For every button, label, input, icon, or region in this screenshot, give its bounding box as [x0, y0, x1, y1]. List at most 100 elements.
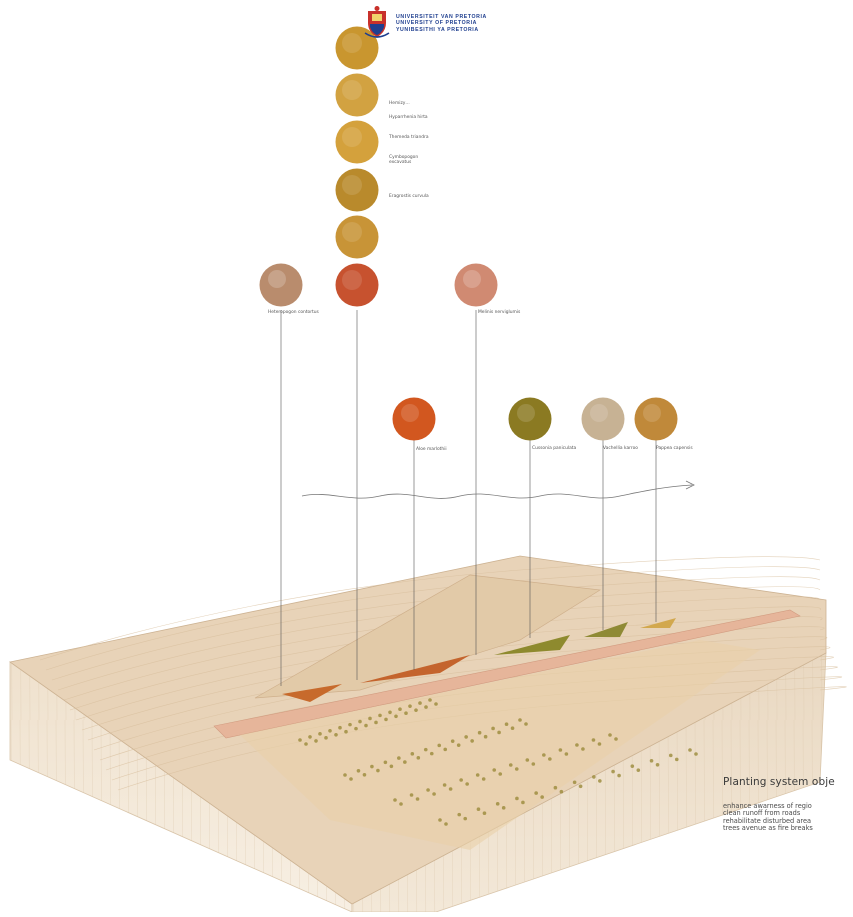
tree-dot [384, 717, 388, 722]
tree-dot [378, 713, 382, 718]
tree-dot [304, 742, 308, 746]
tree-dot [334, 732, 338, 737]
tree-dot [514, 767, 519, 771]
tree-dot [481, 777, 486, 781]
tree-dot [397, 756, 401, 760]
tree-dot [356, 768, 361, 773]
tree-dot [482, 811, 487, 816]
tree-dot [591, 738, 596, 742]
planting-bed-pappea [640, 618, 676, 628]
species-label: Vachellia karroo [603, 446, 638, 451]
species-label: Aloe marlothii [416, 447, 447, 452]
tree-dot [399, 802, 403, 806]
tree-dot [501, 806, 506, 810]
tree-dot [649, 758, 654, 763]
tree-dot [364, 723, 368, 728]
tree-dot [477, 730, 482, 735]
tree-dot [668, 753, 673, 758]
contour-line [39, 556, 821, 661]
tree-dot [518, 718, 522, 722]
tree-dot [524, 722, 528, 726]
photo-highlight [342, 33, 362, 53]
tree-dot [694, 752, 698, 756]
tree-dot [442, 783, 447, 787]
species-photo [335, 215, 379, 259]
photo-highlight [342, 127, 362, 147]
tree-dot [636, 768, 641, 772]
objective-item: enhance awarness of regio [723, 802, 812, 810]
planting-bed-aloe [282, 684, 342, 702]
tree-dot [542, 753, 546, 757]
water-flow-arrow [301, 480, 695, 499]
tree-dot [534, 791, 538, 795]
species-label: Melinis nerviglumis [478, 310, 521, 315]
tree-dot [498, 772, 503, 776]
photo-highlight [268, 270, 286, 288]
rehabilitation-zone [240, 640, 760, 850]
logo-line-english: UNIVERSITY OF PRETORIA [396, 20, 478, 27]
tree-dot [548, 757, 552, 761]
tree-dot [298, 738, 302, 742]
species-label: Heteropogon contortus [268, 310, 319, 315]
tree-dot [424, 705, 428, 709]
species-label: Cymbopogon excavatus [389, 155, 419, 166]
tree-dot [383, 760, 388, 765]
contour-line [81, 626, 825, 731]
terrain-side-left-grain [10, 662, 352, 912]
tree-dot [465, 782, 469, 786]
tree-dot [508, 763, 513, 767]
tree-dot [344, 729, 348, 734]
tree-dot [572, 780, 577, 785]
tree-dot [525, 758, 530, 762]
planting-objectives: Planting system obje enhance awarness of… [723, 776, 853, 833]
species-label: Themeda triandra [389, 135, 429, 140]
objective-item: rehabilitate disturbed area [723, 816, 812, 825]
tree-dot [443, 747, 448, 752]
tree-dot [358, 719, 362, 724]
species-circles [259, 26, 678, 441]
tree-dot [389, 764, 394, 769]
tree-dot [308, 735, 312, 739]
tree-dot [368, 716, 372, 721]
tree-dot [575, 743, 579, 747]
photo-highlight [463, 270, 481, 288]
tree-dot [415, 797, 420, 801]
tree-dot [608, 733, 612, 737]
tree-dot [564, 752, 569, 756]
tree-dot [688, 748, 692, 752]
road-path [213, 609, 801, 739]
tree-dot [429, 751, 434, 756]
tree-dot [318, 732, 322, 736]
tree-dot [510, 726, 515, 731]
tree-dot [491, 726, 495, 731]
tree-dot [354, 726, 358, 731]
tree-dot [428, 698, 432, 702]
objectives-title: Planting system obje [723, 776, 835, 788]
photo-highlight [342, 270, 362, 290]
species-photo [392, 397, 436, 441]
tree-dot [438, 818, 442, 822]
tree-dot [456, 743, 461, 747]
tree-dot [614, 737, 618, 741]
tree-dot [553, 785, 558, 790]
tree-dot [592, 775, 596, 779]
tree-dot [328, 728, 332, 733]
species-photo [335, 168, 379, 212]
tree-dot [457, 812, 462, 817]
tree-dot [476, 807, 481, 812]
species-photo [335, 26, 379, 70]
tree-dot [434, 702, 438, 706]
species-photo [634, 397, 678, 441]
planting-bed-grass [360, 655, 470, 683]
tree-dot [403, 760, 407, 764]
tree-dot [448, 787, 453, 791]
tree-dot [540, 795, 544, 799]
species-photo [508, 397, 552, 441]
contour-line [87, 636, 828, 741]
tree-dot [630, 764, 635, 768]
tree-dot [348, 722, 352, 727]
tree-dot [581, 747, 585, 751]
tree-dot [338, 725, 342, 730]
arrow-head-icon [685, 480, 695, 490]
water-flow-line [301, 484, 693, 499]
